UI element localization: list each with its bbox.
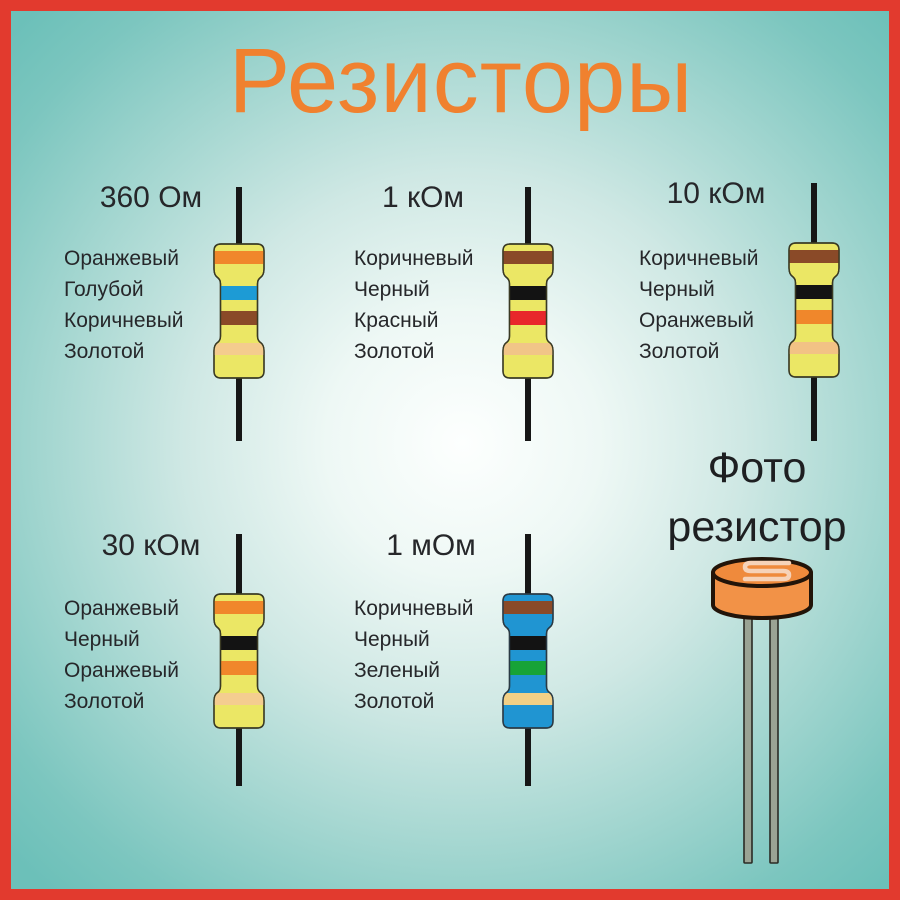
band-name-label: Черный: [639, 278, 715, 301]
color-band: [214, 661, 264, 675]
color-band: [214, 311, 264, 325]
page-title: Резисторы: [228, 30, 694, 132]
color-band: [503, 636, 553, 650]
photoresistor-label-line2: резистор: [667, 503, 847, 551]
band-name-label: Оранжевый: [64, 659, 179, 682]
band-name-label: Коричневый: [354, 247, 474, 270]
resistor-value-label: 1 кОм: [381, 181, 465, 214]
band-name-label: Золотой: [354, 340, 435, 363]
photoresistor-label: Фото резистор: [623, 439, 889, 557]
resistor-graphic: [213, 187, 265, 441]
color-band: [214, 343, 264, 355]
color-band: [503, 601, 553, 614]
photoresistor-label-line1: Фото: [707, 444, 807, 492]
band-name-label: Черный: [64, 628, 140, 651]
band-name-label: Золотой: [64, 340, 145, 363]
band-name-label: Коричневый: [64, 309, 184, 332]
band-name-label: Золотой: [639, 340, 720, 363]
band-name-label: Золотой: [64, 690, 145, 713]
photoresistor-leg: [769, 610, 779, 864]
color-band: [214, 636, 264, 650]
band-name-list: Оранжевый Черный Оранжевый Золотой: [64, 593, 179, 717]
photoresistor-leg: [743, 610, 753, 864]
band-name-list: Коричневый Черный Красный Золотой: [354, 243, 474, 367]
band-name-label: Оранжевый: [64, 247, 179, 270]
band-name-label: Оранжевый: [64, 597, 179, 620]
band-name-label: Зеленый: [354, 659, 441, 682]
band-name-label: Красный: [354, 309, 439, 332]
band-name-label: Коричневый: [354, 597, 474, 620]
color-band: [503, 286, 553, 300]
color-band: [789, 310, 839, 324]
photoresistor-track-pattern: [742, 560, 792, 582]
resistor-value-label: 30 кОм: [101, 529, 201, 562]
resistor-graphic: [502, 534, 554, 786]
color-band: [503, 311, 553, 325]
band-name-label: Коричневый: [639, 247, 759, 270]
color-band: [789, 285, 839, 299]
band-name-label: Оранжевый: [639, 309, 754, 332]
color-band: [503, 343, 553, 355]
band-name-label: Золотой: [354, 690, 435, 713]
resistor-value-label: 10 кОм: [666, 177, 766, 210]
band-name-list: Коричневый Черный Оранжевый Золотой: [639, 243, 759, 367]
color-band: [503, 251, 553, 264]
color-band: [789, 342, 839, 354]
resistor-value-label: 1 мОм: [386, 529, 476, 562]
band-name-list: Оранжевый Голубой Коричневый Золотой: [64, 243, 184, 367]
band-name-label: Голубой: [64, 278, 144, 301]
color-band: [503, 661, 553, 675]
resistor-value-label: 360 Ом: [99, 181, 203, 214]
color-band: [214, 286, 264, 300]
resistor-graphic: [502, 187, 554, 441]
color-band: [214, 251, 264, 264]
color-band: [214, 601, 264, 614]
color-band: [789, 250, 839, 263]
band-name-label: Черный: [354, 278, 430, 301]
band-name-list: Коричневый Черный Зеленый Золотой: [354, 593, 474, 717]
band-name-label: Черный: [354, 628, 430, 651]
resistor-graphic: [788, 183, 840, 441]
photoresistor-graphic: [711, 557, 813, 864]
color-band: [214, 693, 264, 705]
color-band: [503, 693, 553, 705]
resistor-graphic: [213, 534, 265, 786]
